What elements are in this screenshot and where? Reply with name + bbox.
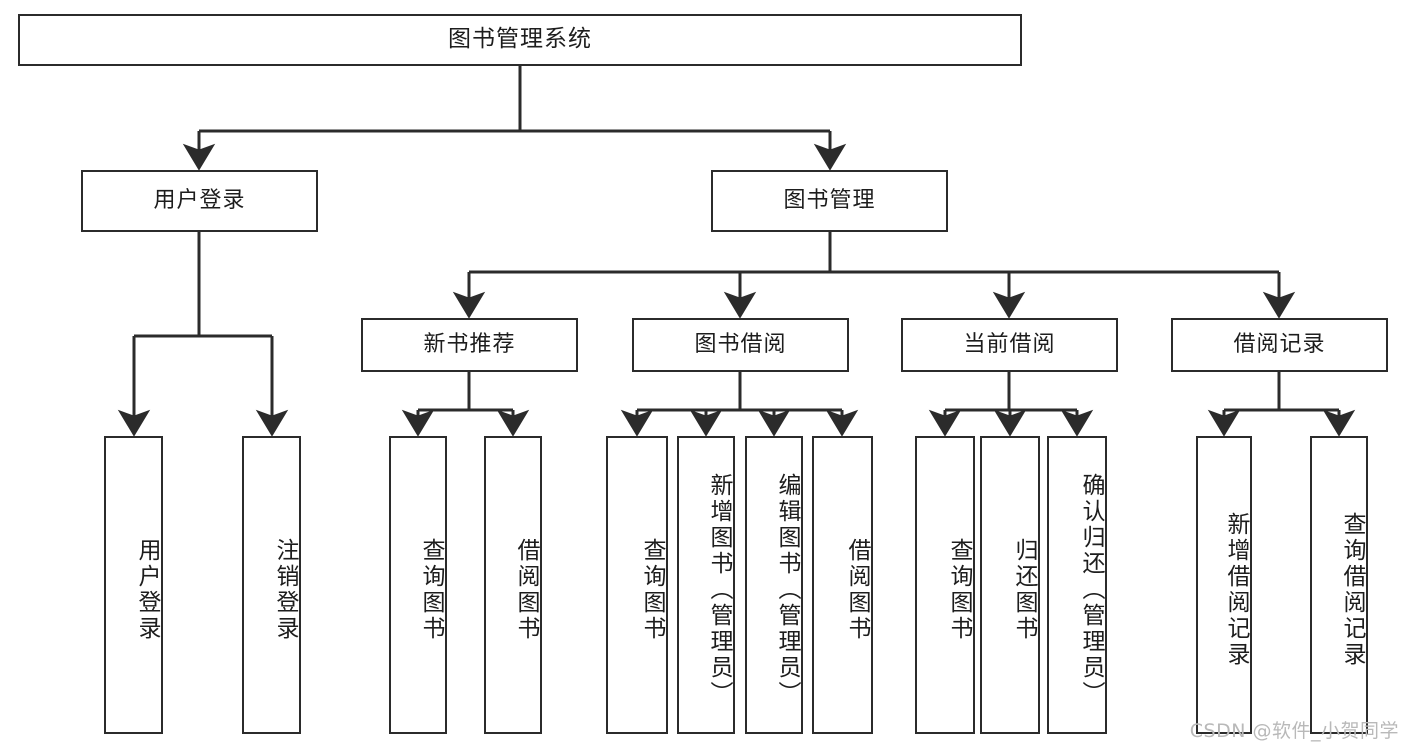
node-leaf-query-book-3-label: 查询图书: [946, 538, 972, 642]
node-leaf-confirm-return-label: 确认归还（管理员）: [1078, 473, 1104, 707]
node-leaf-user-login-label: 用户登录: [134, 538, 160, 642]
node-leaf-logout-label: 注销登录: [272, 538, 298, 642]
node-leaf-query-book-1[interactable]: 查询图书: [389, 436, 447, 734]
node-leaf-query-record[interactable]: 查询借阅记录: [1310, 436, 1368, 734]
node-leaf-edit-book-label: 编辑图书（管理员）: [774, 473, 800, 707]
node-user-login[interactable]: 用户登录: [81, 170, 318, 232]
node-leaf-add-book-label: 新增图书（管理员）: [706, 473, 732, 707]
node-leaf-query-record-label: 查询借阅记录: [1339, 512, 1365, 668]
node-leaf-add-record[interactable]: 新增借阅记录: [1196, 436, 1252, 734]
node-leaf-borrow-book-1[interactable]: 借阅图书: [484, 436, 542, 734]
node-leaf-logout[interactable]: 注销登录: [242, 436, 301, 734]
node-new-book-recommend[interactable]: 新书推荐: [361, 318, 578, 372]
node-leaf-query-book-3[interactable]: 查询图书: [915, 436, 975, 734]
node-leaf-query-book-2[interactable]: 查询图书: [606, 436, 668, 734]
node-leaf-query-book-2-label: 查询图书: [639, 538, 665, 642]
node-leaf-borrow-book-2[interactable]: 借阅图书: [812, 436, 873, 734]
node-root[interactable]: 图书管理系统: [18, 14, 1022, 66]
node-current-borrow-label: 当前借阅: [963, 331, 1056, 357]
node-current-borrow[interactable]: 当前借阅: [901, 318, 1118, 372]
node-leaf-return-book[interactable]: 归还图书: [980, 436, 1040, 734]
node-root-label: 图书管理系统: [448, 26, 592, 53]
node-leaf-user-login[interactable]: 用户登录: [104, 436, 163, 734]
node-leaf-borrow-book-1-label: 借阅图书: [513, 538, 539, 642]
node-leaf-edit-book[interactable]: 编辑图书（管理员）: [745, 436, 803, 734]
node-book-manage-label: 图书管理: [783, 187, 876, 213]
node-book-borrow-label: 图书借阅: [694, 331, 787, 357]
node-borrow-record[interactable]: 借阅记录: [1171, 318, 1388, 372]
node-book-borrow[interactable]: 图书借阅: [632, 318, 849, 372]
node-leaf-confirm-return[interactable]: 确认归还（管理员）: [1047, 436, 1107, 734]
node-leaf-add-record-label: 新增借阅记录: [1223, 512, 1249, 668]
node-leaf-borrow-book-2-label: 借阅图书: [844, 538, 870, 642]
node-borrow-record-label: 借阅记录: [1233, 331, 1326, 357]
node-leaf-return-book-label: 归还图书: [1011, 538, 1037, 642]
node-new-book-recommend-label: 新书推荐: [423, 331, 516, 357]
node-user-login-label: 用户登录: [153, 187, 246, 213]
node-leaf-add-book[interactable]: 新增图书（管理员）: [677, 436, 735, 734]
node-leaf-query-book-1-label: 查询图书: [418, 538, 444, 642]
csdn-watermark: CSDN @软件_小贺同学: [1189, 720, 1399, 742]
node-book-manage[interactable]: 图书管理: [711, 170, 948, 232]
